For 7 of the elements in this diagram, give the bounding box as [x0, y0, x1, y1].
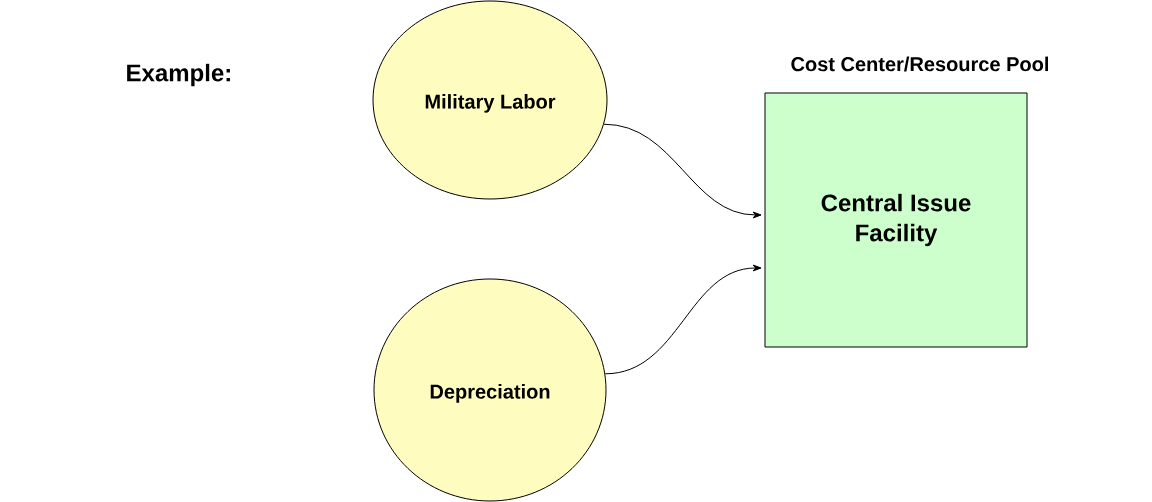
arrow — [603, 123, 762, 219]
box-heading: Cost Center/Resource Pool — [791, 56, 1049, 72]
arrow — [604, 264, 762, 375]
circle-node: Military Labor — [372, 0, 608, 200]
example-label: Example: — [127, 63, 230, 87]
process-box: Central Issue Facility — [764, 92, 1028, 348]
circle-node: Depreciation — [373, 278, 607, 502]
